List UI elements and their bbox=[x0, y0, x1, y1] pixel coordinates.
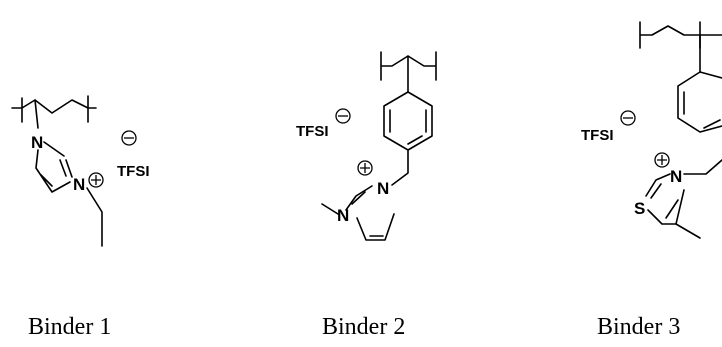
binder-3-structure: S N TFSI bbox=[581, 21, 722, 239]
binder-3-anion-charge-icon bbox=[620, 110, 636, 126]
binder-1-anion-label: TFSI bbox=[117, 163, 150, 180]
binder-1-ring-nitrogen: N bbox=[31, 133, 43, 152]
binder-3-methyl-group bbox=[675, 223, 701, 239]
binder-2-quaternary-nitrogen: N bbox=[377, 179, 389, 198]
binder-1-structure: N N TFSI bbox=[11, 95, 150, 247]
binder-2-polymer-backbone bbox=[380, 51, 437, 93]
binder-3-caption: Binder 3 bbox=[597, 314, 680, 340]
binder-1-polymer-backbone bbox=[11, 95, 97, 129]
binder-3-cation-charge-icon bbox=[654, 152, 670, 168]
binder-3-polymer-backbone bbox=[639, 21, 722, 73]
binder-1-ethyl-group bbox=[86, 187, 103, 247]
binder-2-methyl-nitrogen: N bbox=[337, 206, 349, 225]
binder-3-benzene-ring bbox=[677, 71, 722, 133]
binder-2-imidazolium-ring bbox=[345, 185, 395, 241]
binder-3-sulfur-atom: S bbox=[634, 199, 645, 218]
binder-2-anion-label: TFSI bbox=[296, 123, 329, 140]
binder-3-methylene-link bbox=[683, 159, 722, 175]
binder-1-anion-charge-icon bbox=[121, 130, 137, 146]
binder-2-methyl-group bbox=[321, 203, 339, 215]
binder-3-anion-label: TFSI bbox=[581, 127, 614, 144]
binder-2-caption: Binder 2 bbox=[322, 314, 405, 340]
binder-2-cation-charge-icon bbox=[357, 160, 373, 176]
binder-2-structure: N N TFSI bbox=[296, 51, 437, 241]
binder-2-methylene-link bbox=[391, 149, 409, 186]
binder-2-anion-charge-icon bbox=[335, 108, 351, 124]
binder-1-imidazolium-ring bbox=[35, 141, 73, 193]
binder-3-thiazolium-ring bbox=[645, 173, 685, 225]
binder-1-caption: Binder 1 bbox=[28, 314, 111, 340]
binder-2-benzene-ring bbox=[383, 91, 433, 151]
binder-1-quaternary-nitrogen: N bbox=[73, 175, 85, 194]
binder-1-cation-charge-icon bbox=[88, 172, 104, 188]
binder-3-quaternary-nitrogen: N bbox=[670, 167, 682, 186]
